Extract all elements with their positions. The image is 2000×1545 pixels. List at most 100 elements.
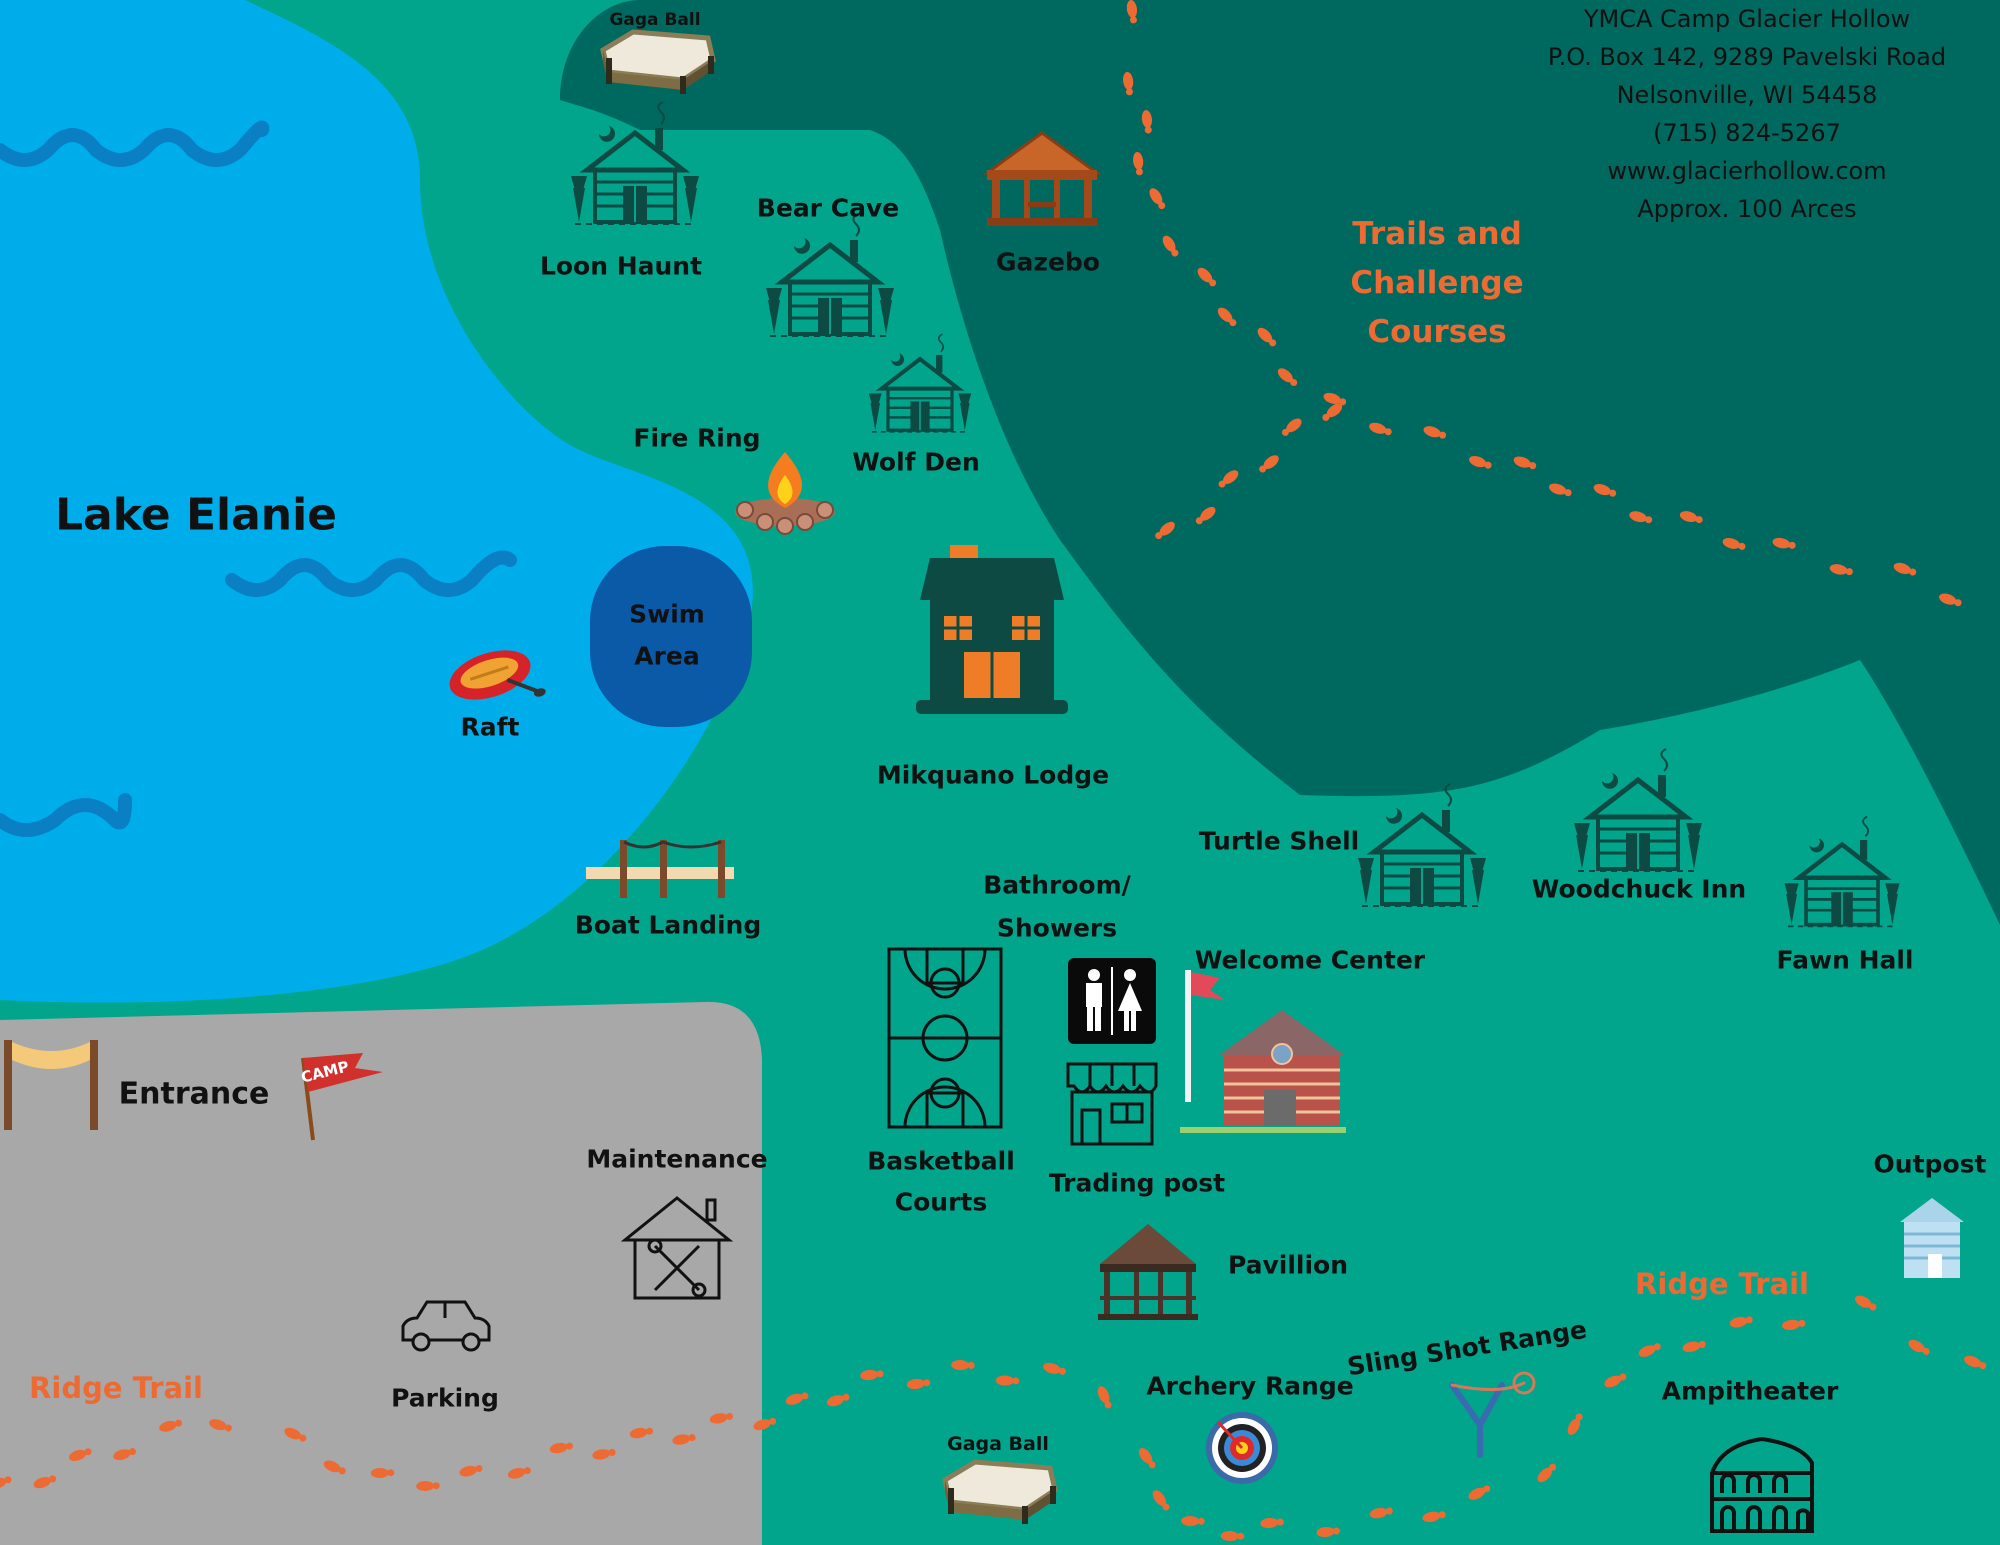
footprint-icon: [1095, 1384, 1115, 1411]
footprint-icon: [1466, 1482, 1493, 1503]
wave-3: [0, 793, 132, 837]
camp-size: Approx. 100 Arces: [1637, 195, 1857, 223]
bathroom-icon: [1068, 958, 1156, 1044]
footprint-icon: [1681, 1338, 1707, 1354]
parking-car-icon: [401, 1300, 491, 1352]
raft-icon: [449, 650, 546, 700]
footprint-icon: [1220, 1530, 1245, 1542]
gaga-ball-bottom-icon: [945, 1462, 1056, 1524]
swim-area: [590, 546, 752, 727]
turtle-shell-cabin-icon: [1358, 784, 1486, 906]
gazebo-icon: [982, 131, 1102, 226]
fawn-hall-cabin-icon: [1784, 817, 1899, 927]
slingshot-icon: [1449, 1371, 1536, 1458]
turtle-shell-label: Turtle Shell: [1198, 826, 1360, 856]
parking-lot: [0, 1001, 762, 1545]
footprint-icon: [825, 1391, 851, 1409]
fire-ring-label: Fire Ring: [633, 423, 761, 453]
lake-title: Lake Elanie: [54, 489, 338, 541]
footprint-icon: [1181, 1515, 1205, 1527]
footprint-icon: [1636, 1340, 1663, 1360]
bear-cave-cabin-icon: [766, 214, 894, 336]
footprint-icon: [1728, 1314, 1754, 1330]
bathroom-label-1: Bathroom/: [983, 870, 1131, 900]
welcome-center-icon: [1180, 970, 1346, 1133]
swim-area-label-1: Swim: [629, 599, 705, 629]
boat-landing-label: Boat Landing: [574, 910, 762, 940]
ridge-trail-left-label: Ridge Trail: [29, 1371, 203, 1405]
footprint-icon: [1602, 1371, 1629, 1390]
camp-website[interactable]: www.glacierhollow.com: [1607, 157, 1887, 185]
camp-address-1: P.O. Box 142, 9289 Pavelski Road: [1547, 43, 1947, 71]
footprint-icon: [1150, 1487, 1173, 1513]
trails-label-2: Challenge: [1350, 265, 1524, 301]
outpost-icon: [1900, 1198, 1964, 1278]
raft-label: Raft: [460, 712, 520, 742]
entrance-label: Entrance: [118, 1076, 270, 1112]
pavillion-label: Pavillion: [1227, 1250, 1349, 1280]
footprint-icon: [1316, 1525, 1341, 1538]
archery-range-label: Archery Range: [1146, 1371, 1354, 1401]
camp-phone: (715) 824-5267: [1653, 119, 1841, 147]
fire-ring-icon: [735, 452, 835, 535]
fawn-hall-label: Fawn Hall: [1776, 945, 1914, 975]
footprint-icon: [1259, 1516, 1285, 1529]
footprint-icon: [1906, 1337, 1932, 1358]
gaga-ball-top-label: Gaga Ball: [609, 10, 701, 30]
wolf-den-label: Wolf Den: [852, 447, 980, 477]
camp-name: YMCA Camp Glacier Hollow: [1583, 5, 1911, 33]
parking-label: Parking: [391, 1383, 499, 1413]
maintenance-icon: [620, 1196, 734, 1300]
mikquano-lodge-icon: [916, 545, 1068, 714]
footprint-icon: [1853, 1293, 1879, 1314]
entrance-gate-icon: [4, 1040, 98, 1130]
ampitheater-label: Ampitheater: [1661, 1376, 1839, 1406]
ridge-trail-right-label: Ridge Trail: [1635, 1267, 1809, 1301]
footprint-icon: [951, 1359, 975, 1371]
wolf-den-cabin-icon: [869, 334, 971, 432]
woodchuck-inn-cabin-icon: [1574, 749, 1702, 871]
footprint-icon: [1781, 1317, 1807, 1332]
mikquano-lodge-label: Mikquano Lodge: [876, 760, 1110, 790]
basketball-courts-label-1: Basketball: [867, 1146, 1015, 1176]
maintenance-label: Maintenance: [586, 1144, 768, 1174]
footprint-icon: [1565, 1411, 1586, 1437]
woodchuck-inn-label: Woodchuck Inn: [1531, 874, 1747, 904]
footprint-icon: [1368, 1505, 1394, 1520]
archery-target-icon: [1206, 1412, 1278, 1484]
footprint-icon: [784, 1390, 810, 1407]
welcome-center-label: Welcome Center: [1194, 945, 1426, 975]
footprint-icon: [1962, 1353, 1988, 1372]
bathroom-label-2: Showers: [996, 913, 1118, 943]
swim-area-label-2: Area: [634, 641, 700, 671]
boat-landing-icon: [586, 840, 734, 898]
basketball-courts-label-2: Courts: [894, 1187, 988, 1217]
camp-address-2: Nelsonville, WI 54458: [1616, 81, 1878, 109]
wave-1: [0, 120, 270, 167]
gazebo-label: Gazebo: [996, 247, 1100, 277]
trails-label-1: Trails and: [1352, 216, 1522, 252]
forest-area: [560, 0, 2000, 925]
trading-post-icon: [1066, 1062, 1158, 1146]
gaga-ball-bottom-label: Gaga Ball: [947, 1433, 1049, 1455]
loon-haunt-label: Loon Haunt: [539, 251, 703, 281]
footprint-icon: [995, 1375, 1020, 1386]
footprint-icon: [906, 1377, 931, 1390]
footprint-icon: [1041, 1361, 1068, 1378]
trading-post-label: Trading post: [1048, 1168, 1226, 1198]
footprint-icon: [1421, 1509, 1447, 1524]
bear-cave-label: Bear Cave: [756, 193, 900, 223]
pavillion-icon: [1098, 1224, 1198, 1320]
footprint-icon: [859, 1368, 885, 1381]
wave-2: [225, 550, 517, 597]
outpost-label: Outpost: [1873, 1149, 1987, 1179]
footprint-icon: [1535, 1461, 1559, 1485]
footprint-icon: [1136, 1445, 1159, 1471]
trails-label-3: Courses: [1367, 314, 1507, 350]
camp-flag-icon: [301, 1053, 383, 1141]
lake-elanie: [0, 0, 753, 1003]
basketball-court-icon: [887, 947, 1003, 1129]
ampitheater-icon: [1710, 1436, 1814, 1533]
